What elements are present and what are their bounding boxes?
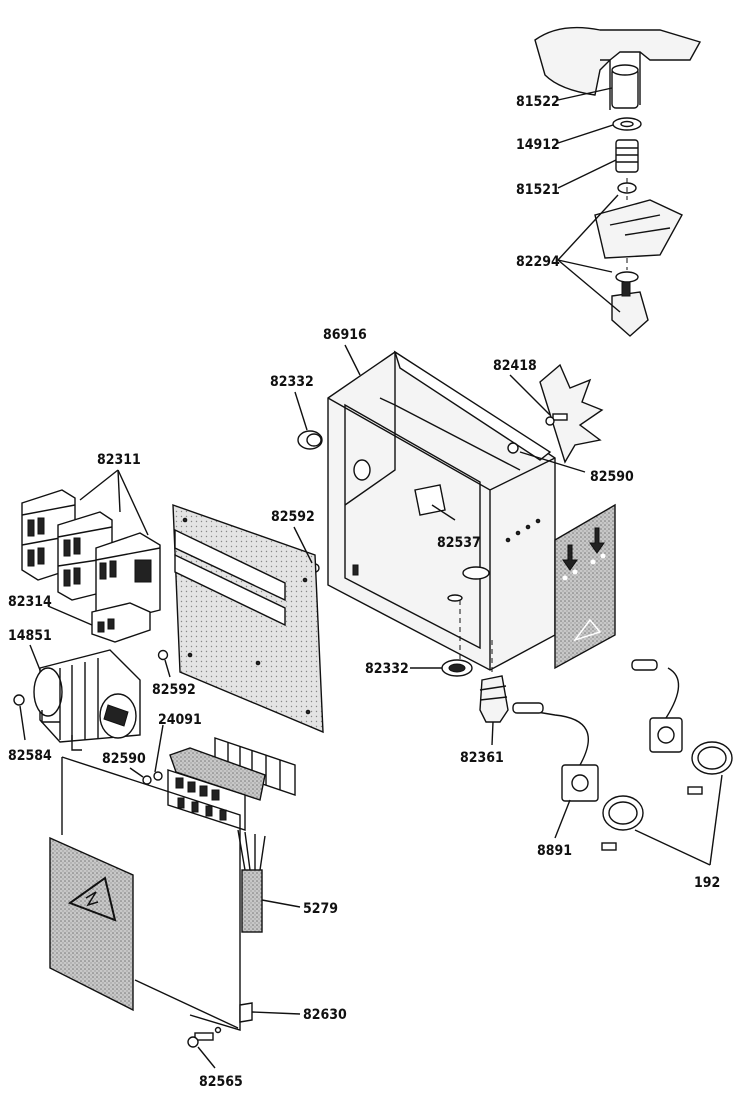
label-82537: 82537 (437, 535, 481, 551)
thermostat-8891 (512, 702, 644, 851)
label-82294: 82294 (516, 254, 560, 270)
warning-plate-side (554, 503, 616, 670)
nut-82590-terminal (142, 771, 163, 785)
label-82332-bottom: 82332 (365, 661, 409, 677)
contactor-82311-c (95, 532, 161, 623)
mounting-rail-top (534, 26, 702, 110)
label-81522: 81522 (516, 94, 560, 110)
nut-82592-left (157, 649, 169, 661)
label-82592-left: 82592 (152, 682, 196, 698)
sleeve-81522 (611, 64, 639, 109)
side-vent-holes (505, 518, 541, 543)
label-82590-box: 82590 (590, 469, 634, 485)
rotary-switch-14851 (33, 649, 141, 751)
label-5279: 5279 (303, 901, 338, 917)
label-82418: 82418 (493, 358, 537, 374)
mounting-plate-82418 (539, 363, 604, 464)
nut-82584 (13, 694, 25, 706)
label-82565: 82565 (199, 1074, 243, 1090)
label-14851: 14851 (8, 628, 52, 644)
label-82592-right: 82592 (271, 509, 315, 525)
grommet-82332-top (297, 430, 323, 450)
screw-82418 (545, 413, 568, 426)
cable-gland-82361 (479, 675, 509, 723)
grommet-82332-bottom (441, 659, 473, 677)
label-82311: 82311 (97, 452, 141, 468)
label-86916: 86916 (323, 327, 367, 343)
back-mounting-panel (172, 503, 324, 734)
spring-81521 (615, 139, 639, 173)
thermostat-upper (631, 659, 733, 795)
label-81521: 81521 (516, 182, 560, 198)
terminal-block (167, 747, 266, 831)
nut-82590-box (507, 442, 519, 454)
label-192: 192 (694, 875, 720, 891)
label-82630: 82630 (303, 1007, 347, 1023)
leader-lines (19, 87, 723, 1069)
label-82584: 82584 (8, 748, 52, 764)
label-82314: 82314 (8, 594, 52, 610)
relay-block-82314 (91, 602, 151, 643)
cover-clip-82630 (239, 1002, 253, 1023)
label-82590-terminal: 82590 (102, 751, 146, 767)
label-8891: 8891 (537, 843, 572, 859)
washer-14912 (612, 117, 642, 131)
label-82332-top: 82332 (270, 374, 314, 390)
label-14912: 14912 (516, 137, 560, 153)
label-24091: 24091 (158, 712, 202, 728)
part-labels: 81522 14912 81521 82294 86916 82418 8233… (8, 94, 720, 1090)
front-cover (49, 756, 241, 1031)
label-82361: 82361 (460, 750, 504, 766)
cable-5279 (237, 829, 266, 933)
screw-82565 (187, 1026, 222, 1048)
